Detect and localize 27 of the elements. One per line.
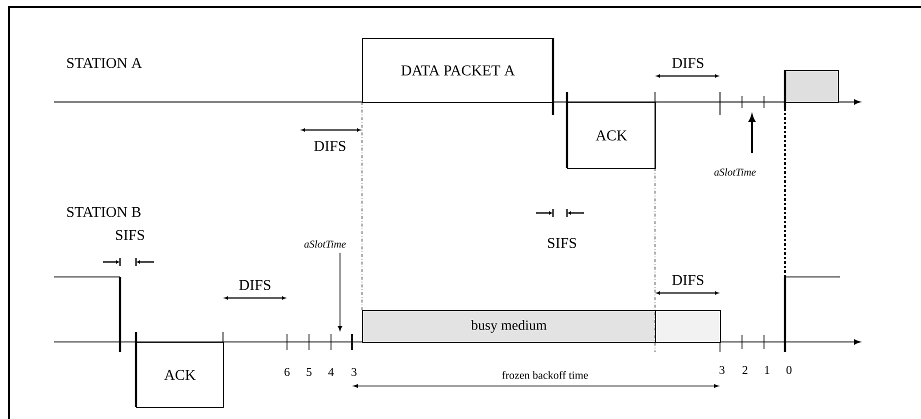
axis-number: 1: [765, 366, 770, 374]
axis-number: 2: [742, 366, 748, 374]
leader-arrow: [748, 114, 756, 154]
axis-number: 3: [352, 368, 357, 376]
axis-number: 3: [720, 366, 725, 374]
station-label: STATION B: [67, 206, 141, 218]
interval-label: DIFS: [672, 274, 704, 286]
frame-box: ACK: [567, 102, 656, 169]
shaded-bar: [655, 310, 721, 343]
interval-label: SIFS: [116, 230, 144, 240]
interval-label: frozen backoff time: [502, 371, 588, 379]
interval-label: DIFS: [239, 280, 270, 290]
slot-time-label: aSlotTime: [714, 168, 756, 176]
interval-label: DIFS: [314, 140, 346, 152]
axis-number: 5: [306, 368, 312, 376]
axis-number: 0: [786, 366, 792, 374]
station-label: STATION A: [67, 58, 142, 68]
interval-label: SIFS: [548, 238, 576, 248]
axis-number: 4: [328, 368, 334, 376]
shaded-box: [785, 70, 839, 103]
busy-medium-bar: busy medium: [362, 310, 656, 343]
frame-box: ACK: [136, 342, 224, 408]
frame-box: DATA PACKET A: [362, 38, 554, 103]
interval-label: DIFS: [672, 58, 704, 68]
leader-arrow: [338, 252, 342, 331]
axis-number: 6: [284, 368, 290, 376]
slot-time-label: aSlotTime: [304, 240, 346, 248]
